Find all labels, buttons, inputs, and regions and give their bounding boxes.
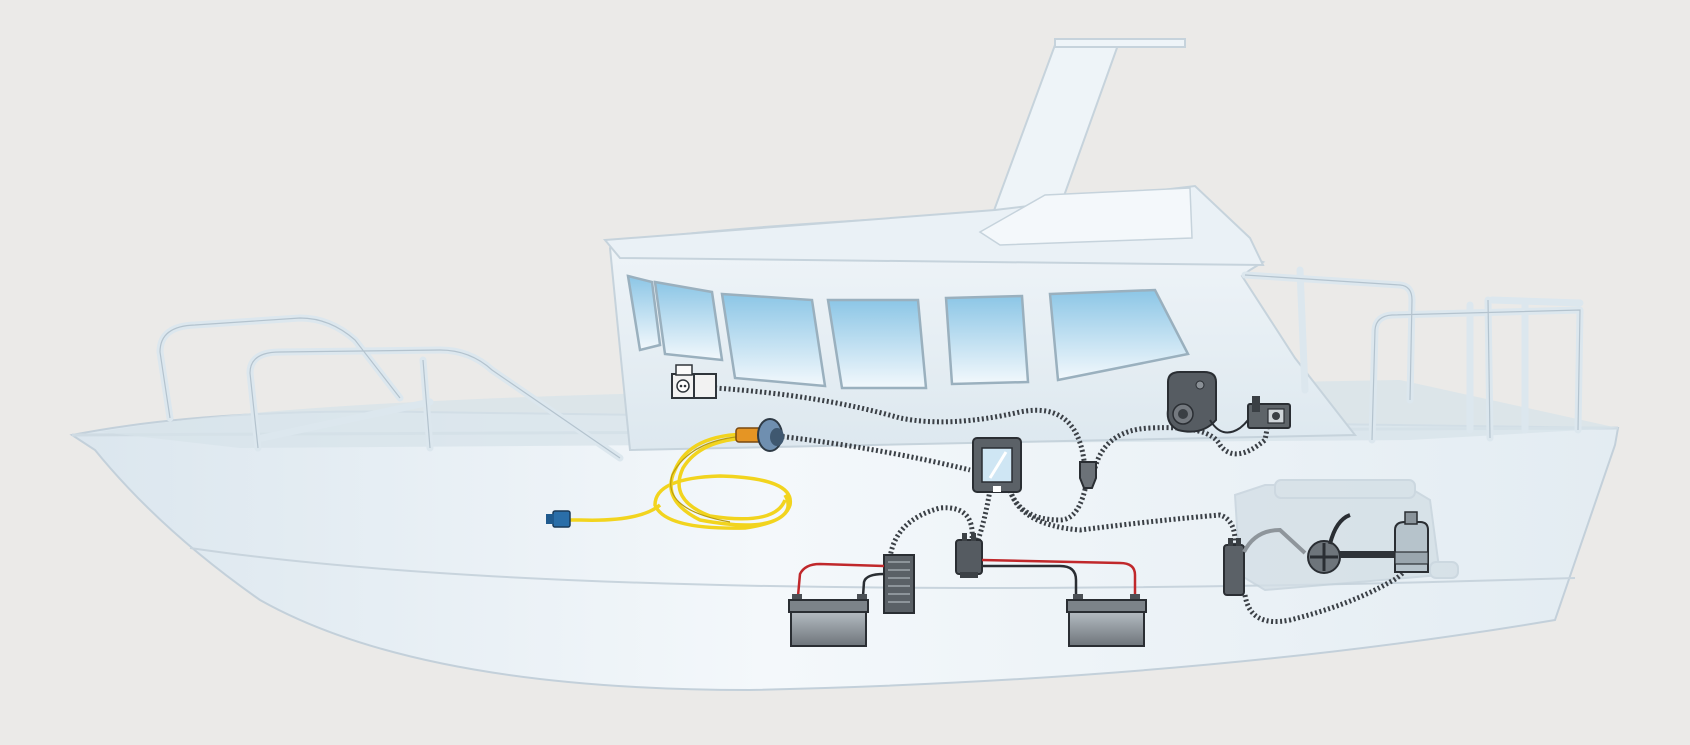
battery-charger-display bbox=[973, 438, 1021, 492]
battery-starter bbox=[1067, 594, 1146, 646]
window-4 bbox=[828, 300, 926, 388]
window-3 bbox=[722, 294, 825, 386]
y-splitter bbox=[1080, 462, 1096, 488]
window-5 bbox=[946, 296, 1028, 384]
distribution-block bbox=[956, 533, 982, 578]
window-2 bbox=[655, 282, 722, 360]
battery-service bbox=[789, 594, 868, 646]
battery-charger bbox=[884, 555, 914, 613]
